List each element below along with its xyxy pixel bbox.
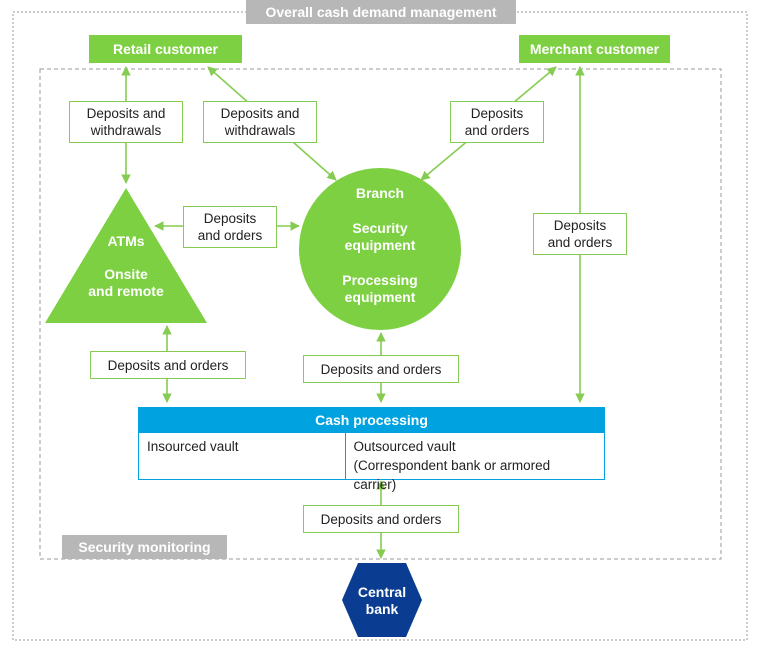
flow-label-branch-cash: Deposits and orders: [303, 355, 459, 383]
atm-triangle: [45, 188, 207, 323]
outsourced-vault: Outsourced vault (Correspondent bank or …: [346, 433, 604, 492]
outer-title: Overall cash demand management: [246, 0, 516, 24]
insourced-vault: Insourced vault: [139, 433, 346, 479]
cash-processing-body: Insourced vault Outsourced vault (Corres…: [138, 433, 605, 492]
retail-customer-box: Retail customer: [89, 35, 242, 63]
central-bank-line2: bank: [365, 601, 399, 617]
outsourced-vault-line2: (Correspondent bank or armored carrier): [353, 458, 551, 492]
branch-line2: equipment: [344, 237, 416, 253]
security-monitoring-label: Security monitoring: [62, 535, 227, 559]
central-bank-text: Central bank: [342, 584, 422, 618]
branch-title: Branch: [355, 185, 405, 201]
flow-label-cash-central: Deposits and orders: [303, 505, 459, 533]
flow-label-atm-cash: Deposits and orders: [90, 351, 246, 379]
branch-circle: [299, 168, 461, 330]
outer-frame: [12, 11, 748, 641]
cash-processing-title: Cash processing: [138, 407, 605, 433]
cash-processing-box: Cash processing Insourced vault Outsourc…: [138, 407, 605, 492]
atm-text: ATMs Onsite and remote: [76, 233, 176, 300]
inner-frame: [39, 68, 722, 560]
atm-title: ATMs: [107, 233, 145, 249]
atm-line2: and remote: [88, 283, 164, 299]
branch-line3: Processing: [342, 272, 418, 288]
atm-line1: Onsite: [104, 266, 148, 282]
branch-text: Branch Security equipment Processing equ…: [320, 185, 440, 306]
branch-line4: equipment: [344, 289, 416, 305]
central-bank-hexagon: [342, 563, 422, 637]
central-bank-line1: Central: [357, 584, 407, 600]
merchant-customer-box: Merchant customer: [519, 35, 670, 63]
outsourced-vault-line1: Outsourced vault: [353, 439, 456, 454]
branch-line1: Security: [352, 220, 408, 236]
